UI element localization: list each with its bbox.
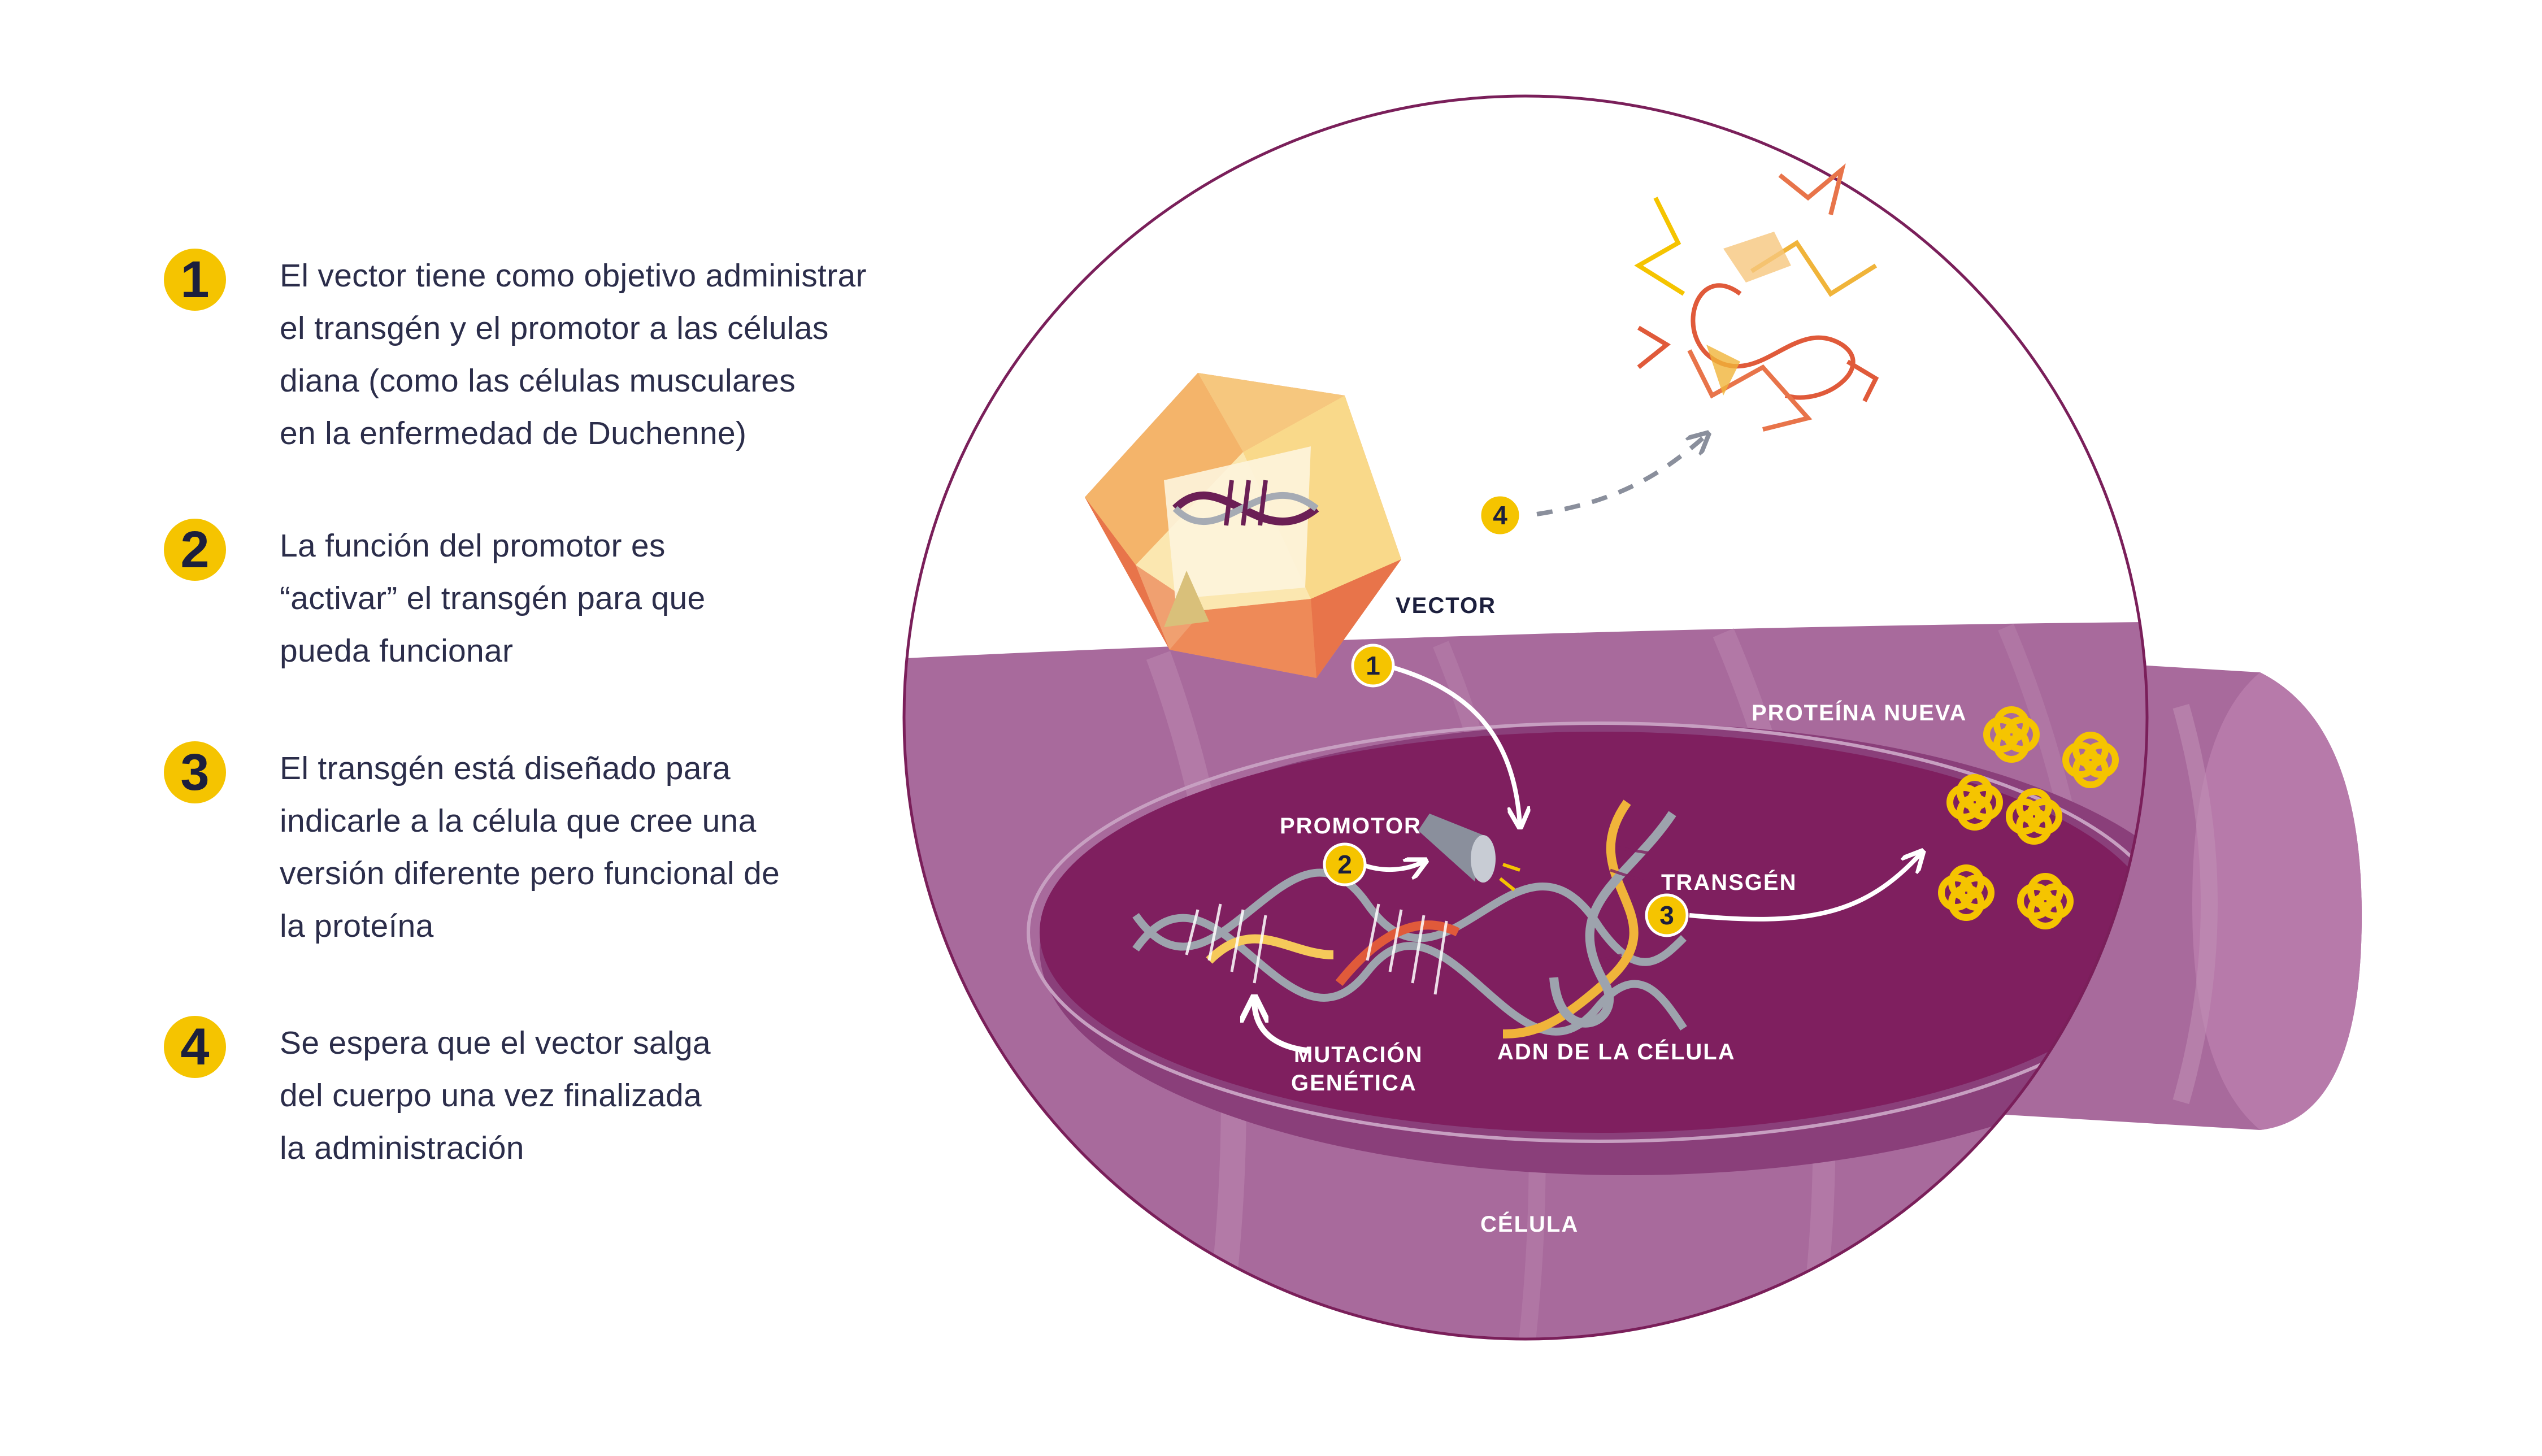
vector-capsid-icon [1085, 373, 1401, 678]
cell-dna-label: ADN DE LA CÉLULA [1497, 1039, 1736, 1064]
degraded-vector-icon [1634, 163, 1879, 432]
nucleus-membrane [1027, 722, 2147, 1143]
transgene-dna-icon [1502, 799, 1676, 1038]
step-3-badge: 3 [164, 741, 226, 803]
new-protein-icons [1938, 706, 2119, 929]
svg-text:4: 4 [1493, 501, 1507, 530]
promoter-label: PROMOTOR [1280, 814, 1422, 838]
step-4-badge: 4 [164, 1016, 226, 1078]
promoter-arrow [1361, 862, 1424, 870]
cell-dna-icon [1132, 868, 1687, 1036]
marker-1: 1 [1351, 644, 1395, 688]
cell-label: CÉLULA [1480, 1211, 1579, 1237]
svg-text:2: 2 [1337, 850, 1352, 879]
step-3-text: El transgén está diseñado para indicarle… [280, 750, 780, 944]
transgene-label: TRANSGÉN [1661, 870, 1797, 895]
step-1-badge: 1 [164, 249, 226, 311]
marker-2: 2 [1323, 842, 1367, 886]
marker-3: 3 [1645, 893, 1689, 937]
mutation-label-line1: MUTACIÓN [1294, 1041, 1423, 1067]
delivery-arrow [1389, 664, 1520, 825]
new-protein-label: PROTEÍNA NUEVA [1752, 700, 1967, 725]
step-2-badge: 2 [164, 519, 226, 581]
exit-arrow [1536, 435, 1706, 516]
magnifier-circle [902, 94, 2149, 1341]
step-1-text: El vector tiene como objetivo administra… [280, 258, 867, 451]
protein-arrow [1689, 853, 1921, 922]
mutation-label-line2: GENÉTICA [1291, 1070, 1417, 1096]
svg-text:3: 3 [1659, 901, 1674, 930]
vector-label: VECTOR [1396, 593, 1496, 618]
step-2-text: La función del promotor es “activar” el … [280, 528, 706, 669]
step-4-text: Se espera que el vector salga del cuerpo… [280, 1025, 711, 1166]
svg-text:1: 1 [1366, 651, 1380, 680]
promoter-megaphone-icon [1418, 814, 1520, 892]
mutation-arrow [1254, 1000, 1311, 1054]
marker-4: 4 [1478, 493, 1522, 537]
